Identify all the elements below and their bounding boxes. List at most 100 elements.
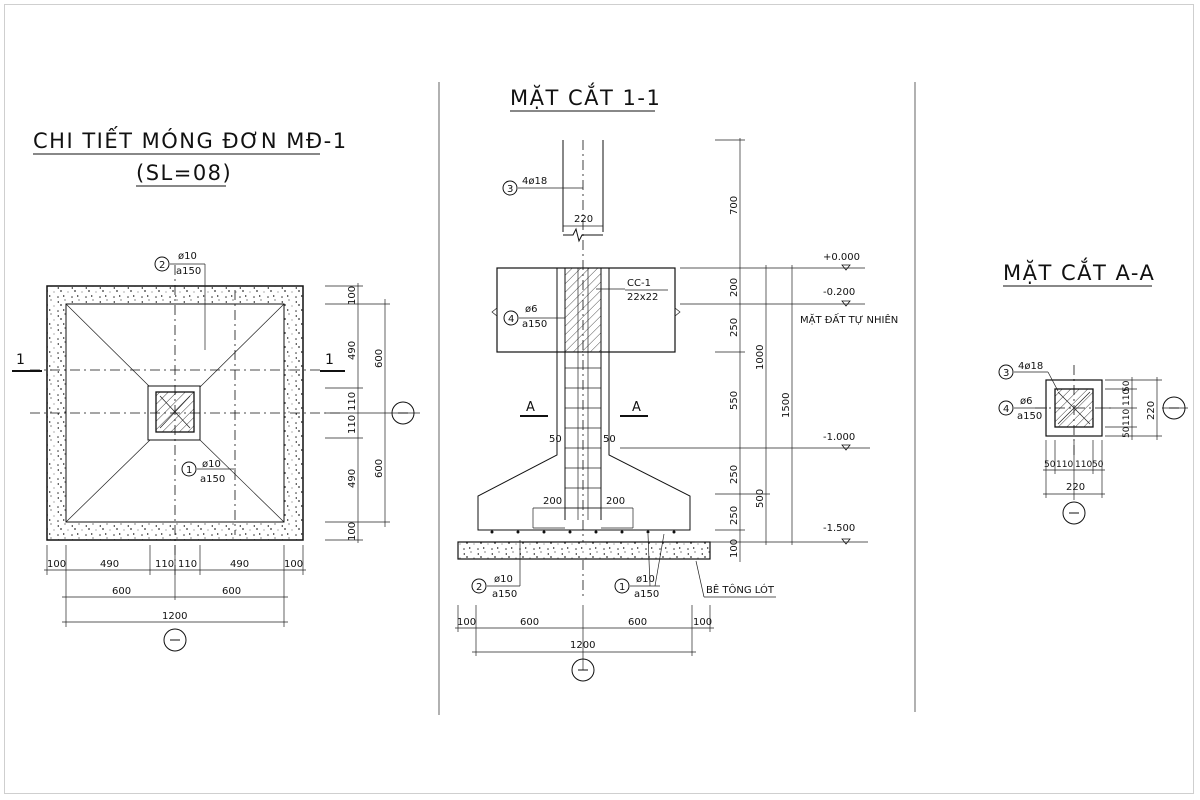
svg-text:110: 110: [1122, 409, 1132, 426]
col-bars-callout: 3 4ø18: [502, 176, 583, 196]
svg-text:1500: 1500: [781, 393, 792, 418]
beam-size: 22x22: [627, 292, 658, 303]
svg-text:550: 550: [729, 391, 740, 410]
footing-section: [477, 448, 691, 531]
svg-text:110: 110: [1075, 460, 1092, 470]
svg-text:100: 100: [693, 617, 712, 628]
svg-text:ø10: ø10: [636, 574, 655, 585]
svg-text:1200: 1200: [162, 611, 187, 622]
level-3: -1.500: [823, 523, 855, 534]
svg-text:110: 110: [178, 559, 197, 570]
svg-text:110: 110: [155, 559, 174, 570]
svg-text:1000: 1000: [755, 345, 766, 370]
svg-text:4ø18: 4ø18: [1018, 361, 1043, 372]
svg-text:2: 2: [159, 260, 165, 271]
svg-text:50: 50: [1044, 460, 1056, 470]
svg-text:1: 1: [619, 582, 625, 593]
section-mark-left: 1: [16, 352, 25, 368]
svg-text:4: 4: [508, 314, 514, 325]
section-mark-right: 1: [325, 352, 334, 368]
cut-mark-right: A: [632, 400, 641, 415]
svg-text:a150: a150: [522, 319, 547, 330]
svg-text:250: 250: [729, 318, 740, 337]
svg-text:600: 600: [628, 617, 647, 628]
col-width: 220: [574, 214, 593, 225]
svg-text:a150: a150: [492, 589, 517, 600]
svg-text:3: 3: [1003, 368, 1009, 379]
svg-text:1: 1: [186, 465, 192, 476]
svg-text:ø10: ø10: [494, 574, 513, 585]
plan-view: CHI TIẾT MÓNG ĐƠN MĐ-1 (SL=08) 1 1 2 ø10…: [12, 126, 420, 652]
svg-text:110: 110: [1056, 460, 1073, 470]
section11-title: MẶT CẮT 1-1: [510, 82, 661, 110]
level-1: -0.200: [823, 287, 855, 298]
svg-text:ø10: ø10: [178, 251, 197, 262]
svg-text:220: 220: [1146, 401, 1157, 420]
svg-text:50: 50: [549, 434, 562, 445]
svg-text:4: 4: [1003, 404, 1009, 415]
svg-text:490: 490: [230, 559, 249, 570]
svg-text:100: 100: [47, 559, 66, 570]
svg-text:600: 600: [374, 349, 385, 368]
svg-text:250: 250: [729, 506, 740, 525]
svg-text:490: 490: [347, 469, 358, 488]
svg-text:110: 110: [347, 415, 358, 434]
section11-axis-marker: [571, 658, 595, 682]
level-0: +0.000: [823, 252, 860, 263]
svg-text:1200: 1200: [570, 640, 595, 651]
svg-text:110: 110: [347, 392, 358, 411]
svg-text:490: 490: [100, 559, 119, 570]
svg-text:100: 100: [347, 522, 358, 541]
svg-text:a150: a150: [176, 266, 201, 277]
svg-text:50: 50: [1122, 426, 1132, 438]
plan-rebar-top-callout: 2 ø10 a150: [154, 251, 206, 350]
rebar-left-callout: 2 ø10 a150: [471, 540, 521, 600]
svg-text:ø6: ø6: [525, 304, 537, 315]
svg-text:100: 100: [729, 539, 740, 558]
plan-axis-marker-right: [391, 401, 415, 425]
stirrup-callout: 4 ø6 a150: [503, 304, 565, 330]
svg-text:200: 200: [543, 496, 562, 507]
plan-rebar-bottom-callout: 1 ø10 a150: [181, 459, 236, 485]
svg-text:a150: a150: [200, 474, 225, 485]
svg-text:110: 110: [1122, 389, 1132, 406]
svg-text:2: 2: [476, 582, 482, 593]
svg-text:50: 50: [1122, 380, 1132, 392]
level-2: -1.000: [823, 432, 855, 443]
svg-text:a150: a150: [634, 589, 659, 600]
svg-text:600: 600: [222, 586, 241, 597]
svg-text:220: 220: [1066, 482, 1085, 493]
svg-text:600: 600: [112, 586, 131, 597]
svg-text:3: 3: [507, 184, 513, 195]
aa-axis-marker-right: [1162, 396, 1186, 420]
plan-title: CHI TIẾT MÓNG ĐƠN MĐ-1: [33, 126, 348, 153]
svg-text:490: 490: [347, 341, 358, 360]
beam-name: CC-1: [627, 278, 651, 289]
ground-label: MẶT ĐẤT TỰ NHIÊN: [800, 312, 898, 326]
svg-text:ø10: ø10: [202, 459, 221, 470]
svg-text:700: 700: [729, 196, 740, 215]
lean-concrete: [457, 541, 711, 560]
svg-text:50: 50: [603, 434, 616, 445]
lean-concrete-label: BÊ TÔNG LÓT: [706, 583, 775, 596]
section-1-1: MẶT CẮT 1-1 CC-1 22x22: [455, 82, 898, 682]
sectionAA-title: MẶT CẮT A-A: [1003, 257, 1155, 285]
svg-text:500: 500: [755, 489, 766, 508]
svg-text:50: 50: [1092, 460, 1104, 470]
section-a-a: MẶT CẮT A-A 3 4ø18 4 ø6 a150: [998, 257, 1188, 525]
aa-axis-marker-bottom: [1062, 501, 1086, 525]
svg-text:a150: a150: [1017, 411, 1042, 422]
plan-subtitle: (SL=08): [136, 161, 232, 185]
svg-text:100: 100: [457, 617, 476, 628]
svg-text:600: 600: [520, 617, 539, 628]
plan-axis-marker: [163, 628, 187, 652]
svg-text:4ø18: 4ø18: [522, 176, 547, 187]
svg-text:200: 200: [729, 278, 740, 297]
svg-text:250: 250: [729, 465, 740, 484]
rebar-right-callout: 1 ø10 a150: [614, 533, 665, 600]
svg-text:600: 600: [374, 459, 385, 478]
svg-text:100: 100: [284, 559, 303, 570]
aa-main-bars-callout: 3 4ø18: [998, 361, 1059, 392]
svg-text:ø6: ø6: [1020, 396, 1032, 407]
